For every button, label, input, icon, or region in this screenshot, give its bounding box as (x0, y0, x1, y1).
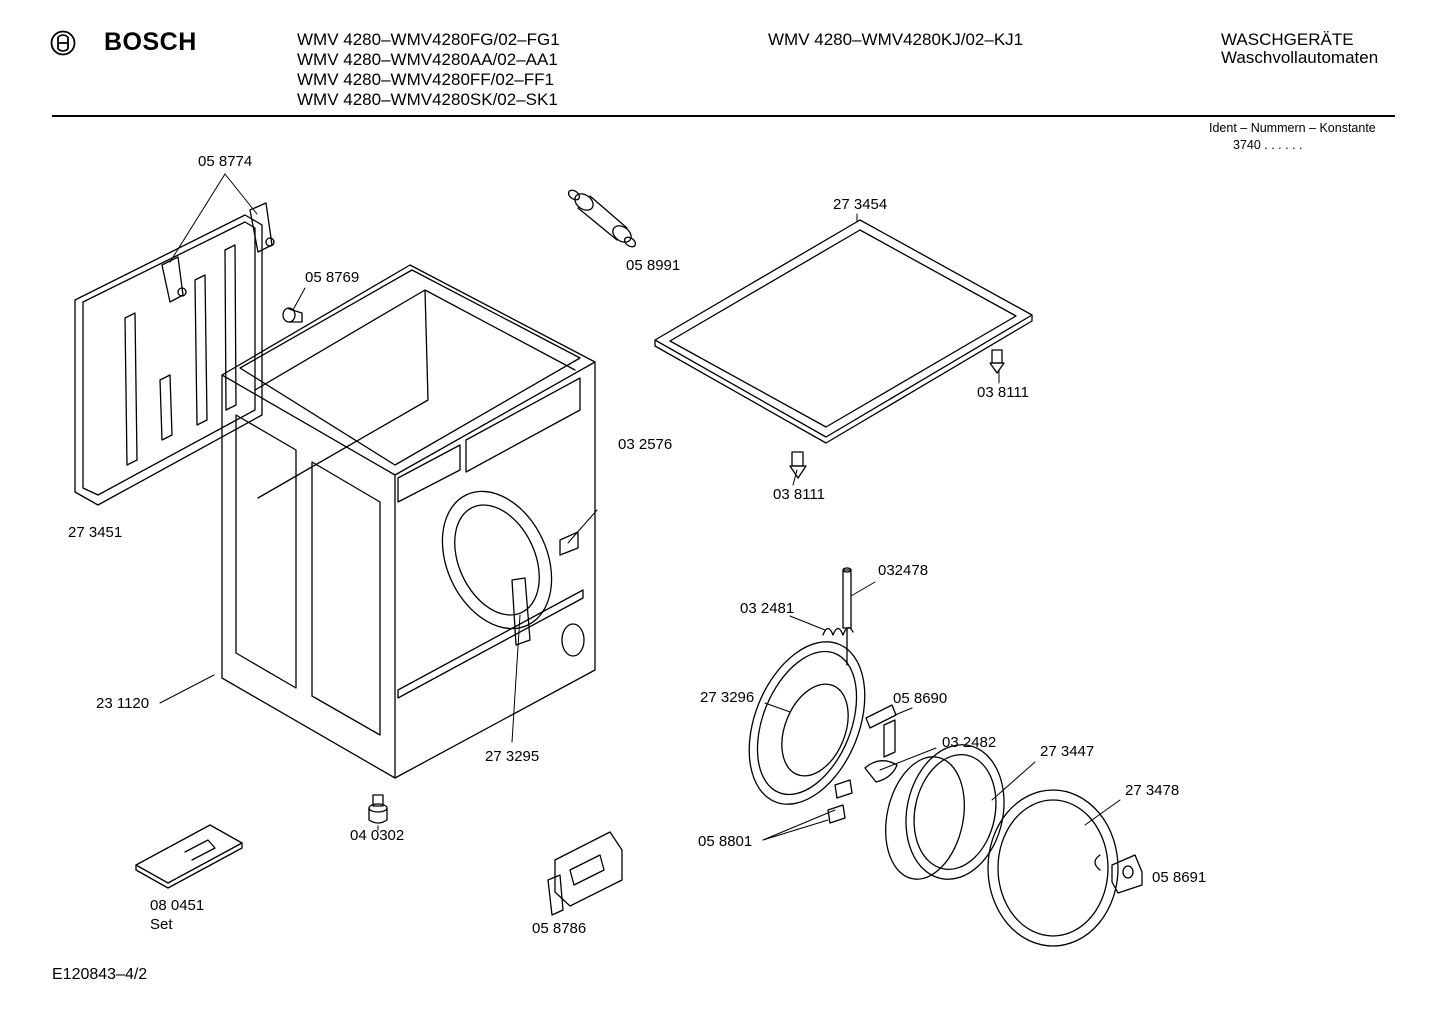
part-label-058690: 05 8690 (893, 690, 948, 707)
bosch-logo-icon (50, 30, 76, 61)
door-lock-drawing (548, 832, 622, 915)
part-label-032576: 03 2576 (618, 436, 673, 453)
lever-drawing (865, 761, 897, 782)
inner-ring-drawing (875, 736, 1016, 889)
door-ring-drawing (988, 790, 1118, 946)
part-label-032478: 032478 (878, 562, 929, 579)
part-label-032482: 03 2482 (942, 734, 997, 751)
hinge-pin-drawing (843, 568, 851, 628)
model-line-1: WMV 4280–WMV4280FG/02–FG1 (297, 30, 560, 49)
part-label-058691: 05 8691 (1152, 869, 1207, 886)
part-label-080451: 08 0451 (150, 897, 205, 914)
hose-drawing (567, 188, 637, 248)
part-label-040302: 04 0302 (350, 827, 405, 844)
handle-drawing (1112, 855, 1142, 893)
rear-panel-drawing (75, 203, 274, 505)
part-label-273478: 27 3478 (1125, 782, 1180, 799)
model-center: WMV 4280–WMV4280KJ/02–KJ1 (768, 30, 1024, 49)
cabinet-drawing (222, 265, 595, 778)
part-label-231120: 23 1120 (96, 695, 150, 712)
category-title: WASCHGERÄTE (1221, 30, 1354, 49)
part-label-032481: 03 2481 (740, 600, 795, 617)
model-line-4: WMV 4280–WMV4280SK/02–SK1 (297, 90, 558, 109)
top-cover-drawing (655, 220, 1032, 478)
part-label-080451-note: Set (150, 916, 173, 933)
part-label-058786: 05 8786 (532, 920, 587, 937)
foot-drawing (369, 795, 387, 823)
header-divider (52, 115, 1395, 117)
brand-name: BOSCH (104, 28, 197, 56)
part-label-058769: 05 8769 (305, 269, 360, 286)
part-label-058774: 05 8774 (198, 153, 253, 170)
part-label-058991: 05 8991 (626, 257, 681, 274)
model-line-3: WMV 4280–WMV4280FF/02–FF1 (297, 70, 554, 89)
leader-lines (160, 174, 1120, 840)
part-label-273451: 27 3451 (68, 524, 123, 541)
part-label-273295: 27 3295 (485, 748, 540, 765)
spring-drawing (823, 628, 853, 635)
drawing-id: E120843–4/2 (52, 966, 148, 983)
part-label-058801: 05 8801 (698, 833, 753, 850)
screw-drawing (283, 308, 302, 322)
ident-value: 3740 . . . . . . (1233, 138, 1303, 152)
part-label-038111-a: 03 8111 (977, 384, 1029, 401)
door-frame-drawing (727, 625, 887, 822)
part-label-273454: 27 3454 (833, 196, 888, 213)
ident-label: Ident – Nummern – Konstante (1209, 121, 1376, 135)
part-label-273447: 27 3447 (1040, 743, 1095, 760)
set-plate-drawing (136, 825, 242, 888)
model-line-2: WMV 4280–WMV4280AA/02–AA1 (297, 50, 558, 69)
part-label-038111-b: 03 8111 (773, 486, 825, 503)
category-subtitle: Waschvollautomaten (1221, 48, 1379, 67)
hinge-drawing (866, 705, 896, 757)
part-label-273296: 27 3296 (700, 689, 755, 706)
catches-drawing (828, 780, 852, 823)
